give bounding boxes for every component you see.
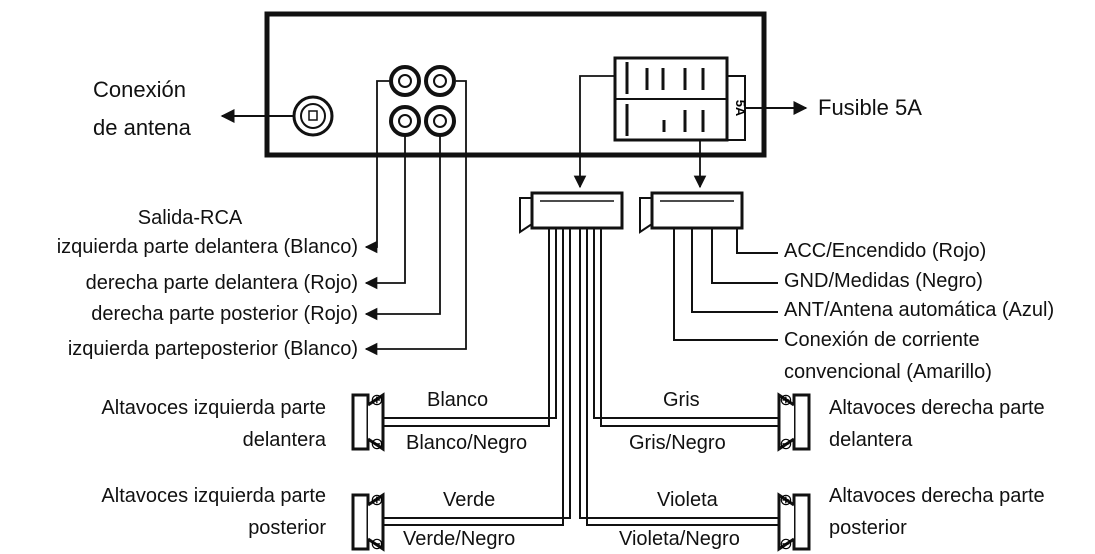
fuse-block-text: 5A [733,100,748,117]
wire-label: Blanco [427,389,489,411]
power-acc-label: ACC/Encendido (Rojo) [784,240,987,262]
speaker-rear-right [777,492,811,552]
right-speaker-wires [579,228,778,526]
polarity-negative-icon: ⊖ [779,434,792,453]
wire-label: Violeta [657,489,718,511]
speaker-rear-right-label-line2: posterior [829,517,907,539]
speaker-rear-left-label-line2: posterior [248,517,326,539]
left-speaker-wires [384,228,571,526]
speaker-front-left [351,392,385,452]
speaker-rear-left [351,492,385,552]
polarity-positive-icon: ⊕ [370,490,383,509]
rca-jacks [389,65,456,137]
head-unit-body [264,11,767,158]
speaker-front-right [777,392,811,452]
polarity-positive-icon: ⊕ [779,490,792,509]
wire-label: Blanco/Negro [406,432,528,454]
fuse-label: Fusible 5A [818,95,922,120]
polarity-positive-icon: ⊕ [370,390,383,409]
speaker-front-right-label-line2: delantera [829,429,913,451]
power-wires [673,228,778,341]
wire-label: Gris [663,389,700,411]
wire-label: Verde/Negro [403,528,516,550]
speaker-front-right-label-line1: Altavoces derecha parte [829,397,1045,419]
speaker-rear-left-label-line1: Altavoces izquierda parte [101,485,326,507]
iso-to-harness-arrows [573,75,707,189]
antenna-label-line2: de antena [93,115,191,140]
antenna-jack [292,95,334,137]
polarity-negative-icon: ⊖ [370,534,383,553]
rca-title: Salida-RCA [137,207,243,229]
wire-label: Verde [443,489,496,511]
rca-output-label: derecha parte posterior (Rojo) [91,303,358,325]
power-ant-label: ANT/Antena automática (Azul) [784,299,1055,321]
iso-connector-block [613,56,746,142]
speaker-harness-connector [519,191,624,234]
rca-output-label: izquierda parte delantera (Blanco) [56,236,358,258]
polarity-negative-icon: ⊖ [779,534,792,553]
speaker-rear-right-label-line1: Altavoces derecha parte [829,485,1045,507]
speaker-front-left-label-line2: delantera [242,429,326,451]
wire-label: Gris/Negro [629,432,726,454]
speaker-front-left-label-line1: Altavoces izquierda parte [101,397,326,419]
rca-wires [364,80,467,356]
antenna-label-line1: Conexión [93,77,186,102]
rca-output-label: izquierda parteposterior (Blanco) [67,338,358,360]
power-const-label-line2: convencional (Amarillo) [784,361,992,383]
wire-label: Violeta/Negro [619,528,740,550]
polarity-negative-icon: ⊖ [370,434,383,453]
power-harness-connector [639,191,744,234]
rca-output-label: derecha parte delantera (Rojo) [85,272,358,294]
polarity-positive-icon: ⊕ [779,390,792,409]
power-const-label-line1: Conexión de corriente [784,329,980,351]
power-gnd-label: GND/Medidas (Negro) [784,270,983,292]
